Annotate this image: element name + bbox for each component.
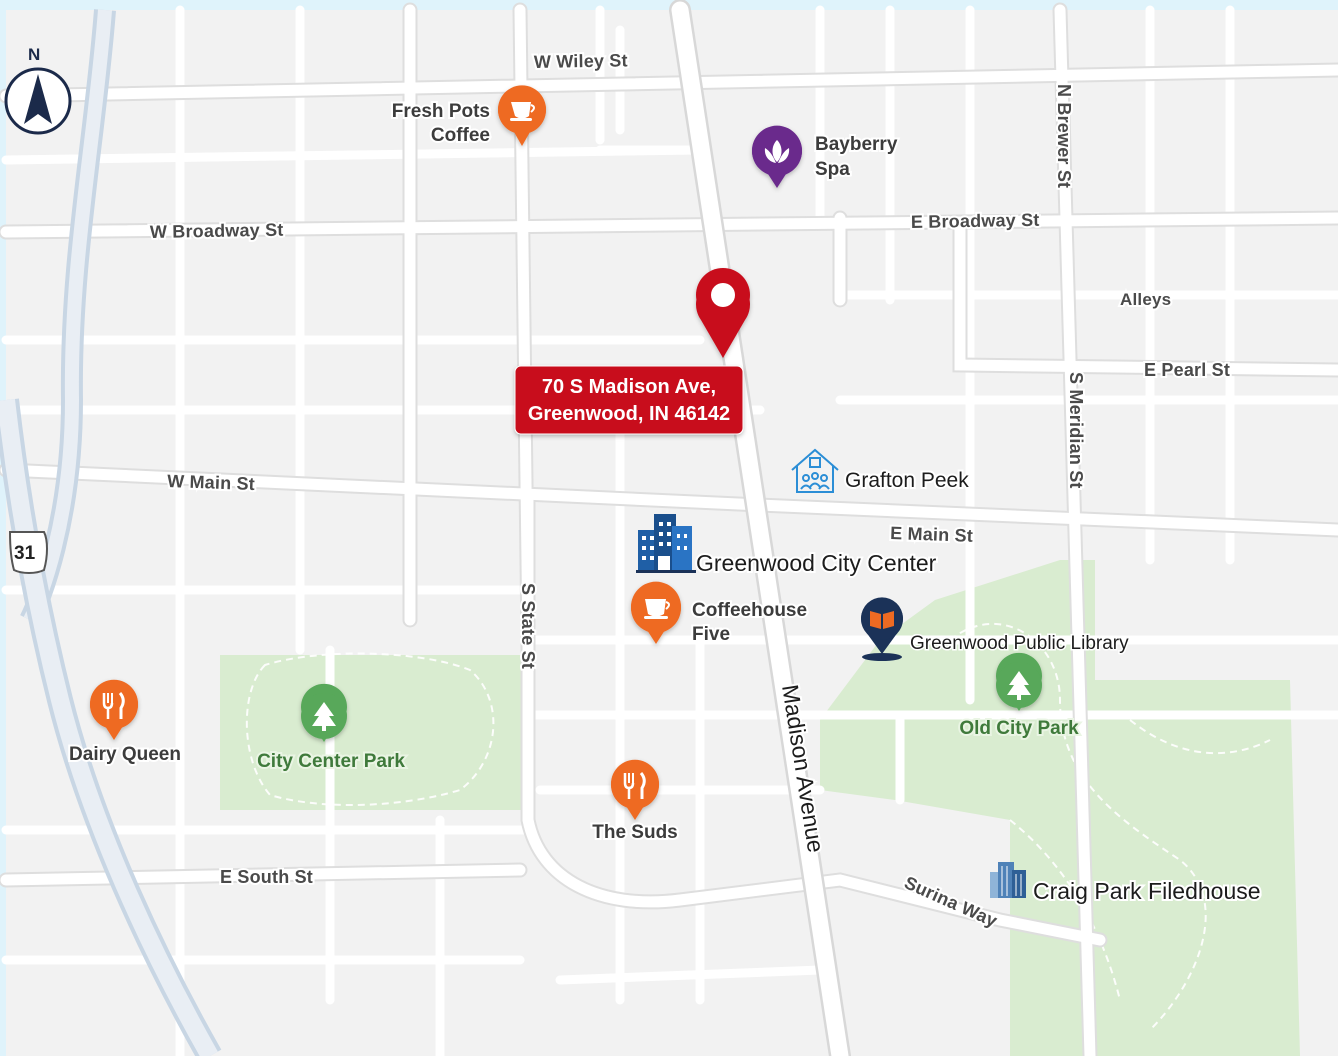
poi-craig-park-fieldhouse[interactable]: Craig Park Filedhouse xyxy=(990,862,1263,906)
street-label-w-wiley: W Wiley St xyxy=(534,50,628,72)
poi-label-craig-park-fieldhouse: Craig Park Filedhouse xyxy=(1033,878,1261,904)
minor-streets xyxy=(1,5,1338,1056)
compass-north-label: N xyxy=(28,45,40,64)
poi-label-city-center-park: City Center Park xyxy=(257,751,405,772)
tree-icon xyxy=(996,652,1042,711)
office-building-icon xyxy=(990,862,1026,898)
north-arrow-icon xyxy=(24,74,52,124)
poi-the-suds[interactable]: The Suds xyxy=(590,759,680,845)
address-line1: 70 S Madison Ave, xyxy=(542,376,716,398)
compass: N xyxy=(4,45,72,135)
poi-fresh-pots-coffee[interactable]: Fresh Pots Coffee xyxy=(390,85,547,148)
coffee-cup-icon xyxy=(631,581,681,644)
poi-label-bayberry-line1: Bayberry xyxy=(815,134,898,155)
address-line2: Greenwood, IN 46142 xyxy=(528,403,730,425)
poi-label-old-city-park: Old City Park xyxy=(959,718,1079,739)
poi-label-fresh-pots-line1: Fresh Pots xyxy=(392,101,490,122)
street-label-e-south: E South St xyxy=(220,867,313,887)
street-label-e-main: E Main St xyxy=(890,523,973,546)
lotus-icon xyxy=(752,125,802,188)
street-label-w-broadway: W Broadway St xyxy=(150,220,284,242)
poi-coffeehouse-five[interactable]: Coffeehouse Five xyxy=(631,581,809,647)
poi-label-fresh-pots-line2: Coffee xyxy=(431,125,490,146)
poi-label-dairy-queen: Dairy Queen xyxy=(69,744,181,765)
book-pin-icon xyxy=(861,597,903,661)
street-label-alleys: Alleys xyxy=(1120,290,1171,309)
poi-label-greenwood-public-library: Greenwood Public Library xyxy=(910,633,1129,654)
selected-location[interactable]: 70 S Madison Ave, Greenwood, IN 46142 xyxy=(514,268,750,435)
fork-knife-icon xyxy=(90,679,138,740)
poi-greenwood-city-center[interactable]: Greenwood City Center xyxy=(636,514,939,578)
poi-label-coffeehouse-line1: Coffeehouse xyxy=(692,600,807,621)
poi-bayberry-spa[interactable]: Bayberry Spa xyxy=(752,125,900,188)
community-house-icon xyxy=(791,448,839,493)
highway-shield-label: 31 xyxy=(14,543,36,564)
office-building-icon xyxy=(636,514,696,573)
street-label-e-pearl: E Pearl St xyxy=(1144,360,1230,380)
street-label-s-state: S State St xyxy=(518,583,538,669)
fork-knife-icon xyxy=(611,759,659,820)
poi-label-grafton-peek: Grafton Peek xyxy=(845,469,969,492)
street-label-s-meridian: S Meridian St xyxy=(1066,372,1086,489)
poi-label-the-suds: The Suds xyxy=(592,822,678,843)
poi-old-city-park[interactable]: Old City Park xyxy=(957,652,1081,741)
poi-label-bayberry-line2: Spa xyxy=(815,159,850,180)
poi-grafton-peek[interactable]: Grafton Peek xyxy=(791,448,971,494)
address-callout xyxy=(514,365,744,435)
poi-greenwood-public-library[interactable]: Greenwood Public Library xyxy=(861,597,1131,661)
poi-city-center-park[interactable]: City Center Park xyxy=(255,683,407,774)
street-label-w-main: W Main St xyxy=(167,471,255,494)
tree-icon xyxy=(301,683,347,742)
park-areas xyxy=(220,560,1300,1056)
poi-dairy-queen[interactable]: Dairy Queen xyxy=(67,679,183,767)
coffee-cup-icon xyxy=(498,85,547,146)
highway-shield: 31 xyxy=(8,531,48,574)
poi-label-greenwood-city-center: Greenwood City Center xyxy=(696,550,937,576)
street-label-e-broadway: E Broadway St xyxy=(911,210,1040,232)
poi-label-coffeehouse-line2: Five xyxy=(692,624,730,645)
us-31-highway xyxy=(0,9,222,1056)
street-label-n-brewer: N Brewer St xyxy=(1054,84,1074,188)
location-pin-icon xyxy=(695,268,750,358)
